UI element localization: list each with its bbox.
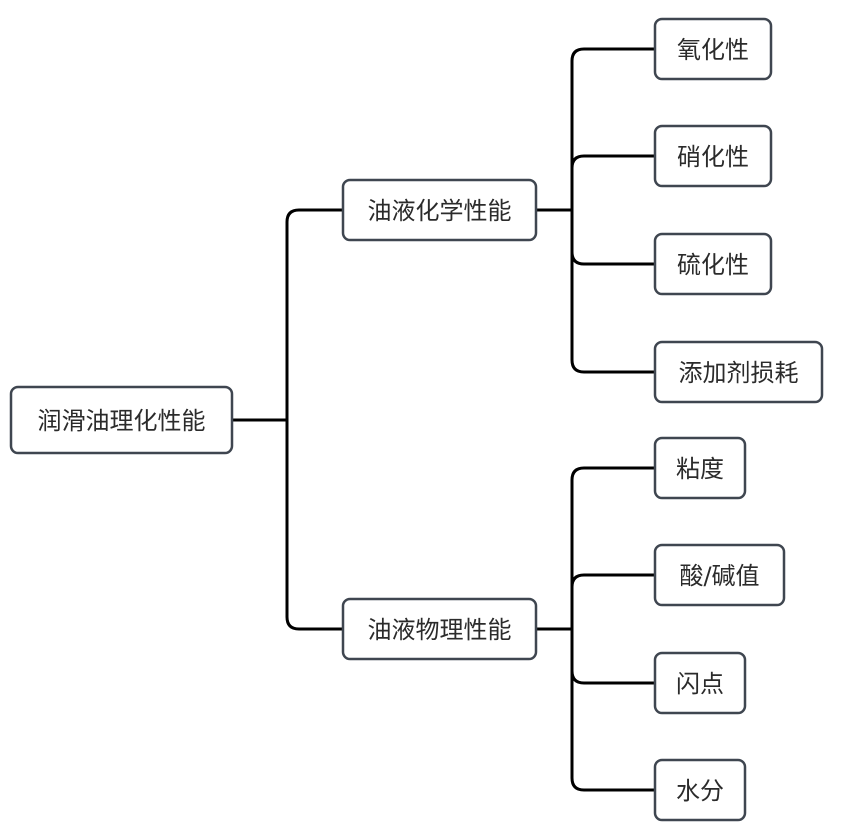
connector-lines <box>230 47 657 792</box>
branch-node-physical[interactable]: 油液物理性能 <box>341 597 538 661</box>
connector-branch-1-leaf-3 <box>570 208 657 266</box>
connector-branch-2-leaf-3 <box>570 627 657 685</box>
branch-node-chemical[interactable]: 油液化学性能 <box>341 178 538 242</box>
leaf-node-label: 闪点 <box>676 670 724 698</box>
leaf-node[interactable]: 酸/碱值 <box>653 543 786 607</box>
connector-branch-2-leaf-4 <box>570 669 657 792</box>
leaf-node-label: 氧化性 <box>677 36 749 64</box>
leaf-node-label: 硝化性 <box>677 143 749 171</box>
leaf-node[interactable]: 氧化性 <box>653 17 773 81</box>
connector-branch-1-leaf-1 <box>570 47 657 212</box>
leaf-node-label: 添加剂损耗 <box>679 359 799 387</box>
leaf-node-label: 硫化性 <box>677 251 749 279</box>
connector-root-branch-2 <box>285 418 345 631</box>
leaf-node[interactable]: 闪点 <box>653 651 747 715</box>
connector-branch-2-leaf-1 <box>570 466 657 631</box>
leaf-node[interactable]: 硫化性 <box>653 232 773 296</box>
leaf-node-label: 粘度 <box>676 455 724 483</box>
branch-node-label: 油液物理性能 <box>368 616 512 644</box>
leaf-node-label: 水分 <box>676 777 724 805</box>
branch-node-label: 油液化学性能 <box>368 197 512 225</box>
connector-branch-1-leaf-2 <box>570 154 657 170</box>
leaf-node-label: 酸/碱值 <box>679 562 759 590</box>
leaf-node[interactable]: 粘度 <box>653 436 747 500</box>
leaf-node[interactable]: 添加剂损耗 <box>653 340 824 404</box>
leaf-node[interactable]: 硝化性 <box>653 124 773 188</box>
connector-branch-1-leaf-4 <box>570 250 657 374</box>
connector-root-branch-1 <box>230 208 345 422</box>
connector-branch-2-leaf-2 <box>570 573 657 589</box>
leaf-node[interactable]: 水分 <box>653 758 747 822</box>
root-node-label: 润滑油理化性能 <box>38 407 206 435</box>
root-node[interactable]: 润滑油理化性能 <box>9 385 234 455</box>
